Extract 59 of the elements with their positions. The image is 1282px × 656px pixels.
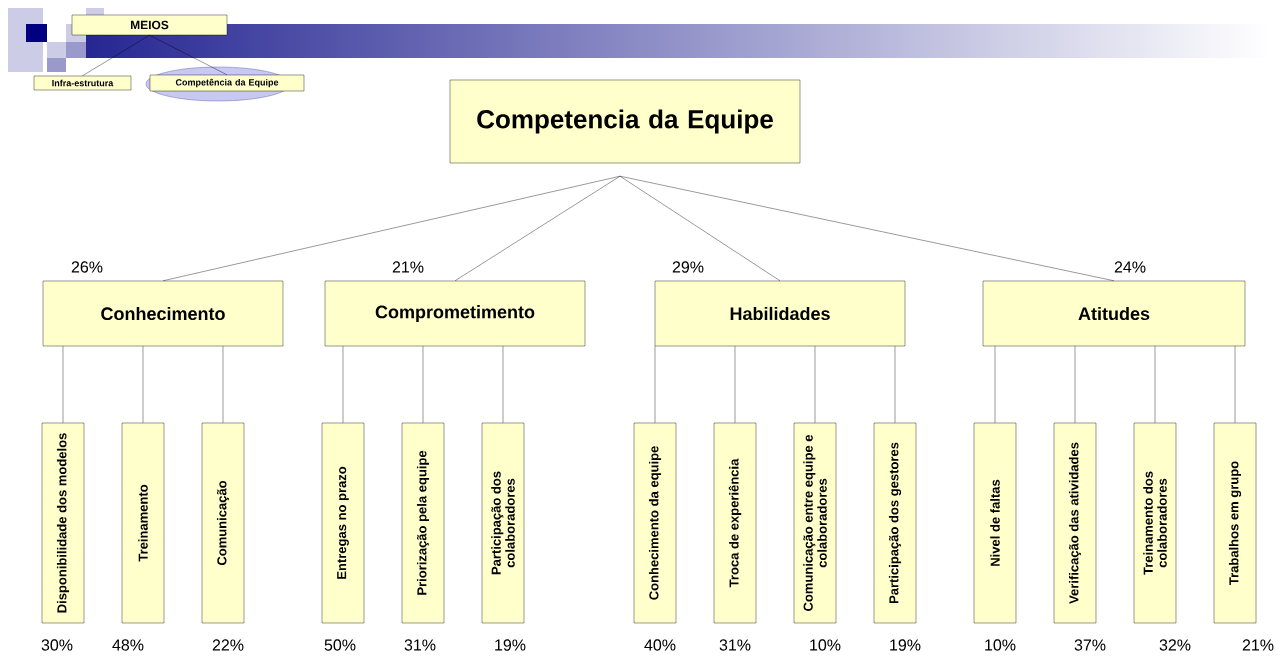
item-box: Comunicação: [201, 422, 245, 624]
item-box: Participação dos gestores: [873, 422, 917, 624]
percentage-label: 24%: [1114, 261, 1146, 273]
percentage-label: 26%: [71, 261, 103, 273]
item-box: Trabalhos em grupo: [1213, 422, 1257, 624]
item-box: Treinamento: [121, 422, 165, 624]
menu-box: Competência da Equipe: [149, 74, 305, 92]
percentage-label: 19%: [495, 639, 526, 651]
percentage-label: 48%: [112, 639, 144, 651]
percentage-label: 31%: [719, 639, 751, 651]
percentage-label: 19%: [890, 639, 921, 651]
connector-line: [814, 346, 816, 423]
connector-line: [142, 346, 144, 423]
connector-line: [654, 346, 656, 423]
percentage-label: 10%: [985, 639, 1016, 651]
item-box: Participação dos colaboradores: [481, 422, 525, 624]
percentage-label: 22%: [212, 639, 244, 651]
connector-line: [994, 346, 996, 423]
connector-line: [62, 346, 64, 423]
percentage-label: 31%: [404, 639, 436, 651]
percentage-label: 50%: [324, 639, 356, 651]
connector-line: [619, 176, 1115, 281]
item-box: Troca de experiência: [713, 422, 757, 624]
category-box: Habilidades: [654, 280, 906, 347]
percentage-label: 10%: [810, 639, 841, 651]
item-box: Disponibilidade dos modelos: [41, 422, 85, 624]
connector-line: [619, 176, 781, 281]
item-box: Verificação das atividades: [1053, 422, 1097, 624]
percentage-label: 30%: [41, 639, 73, 651]
connector-line: [1074, 346, 1076, 423]
title-box: MEIOS: [71, 14, 228, 36]
item-box: Priorização pela equipe: [401, 422, 445, 624]
category-box: Comprometimento: [324, 280, 586, 347]
connector-line: [162, 176, 621, 281]
connector-line: [342, 346, 344, 423]
item-box: Comunicação entre equipe e colaboradores: [793, 422, 837, 624]
item-box: Entregas no prazo: [321, 422, 365, 624]
connector-line: [222, 346, 224, 423]
connector-line: [454, 176, 621, 281]
connector-line: [894, 346, 896, 423]
connector-line: [502, 346, 504, 423]
connector-line: [1154, 346, 1156, 423]
percentage-label: 21%: [1242, 639, 1274, 651]
percentage-label: 37%: [1074, 639, 1106, 651]
category-box: Conhecimento: [42, 280, 284, 347]
connector-line: [1234, 346, 1236, 423]
percentage-label: 40%: [644, 639, 676, 651]
item-box: Treinamento dos colaboradores: [1133, 422, 1177, 624]
connector-line: [422, 346, 424, 423]
root-box: Competencia da Equipe: [449, 79, 801, 164]
category-box: Atitudes: [982, 280, 1246, 347]
connector-line: [82, 35, 150, 76]
percentage-label: 21%: [392, 261, 424, 273]
percentage-label: 29%: [672, 261, 704, 273]
menu-box: Infra-estrutura: [33, 75, 132, 91]
item-box: Nivel de faltas: [973, 422, 1017, 624]
item-box: Conhecimento da equipe: [633, 422, 677, 624]
connector-line: [734, 346, 736, 423]
percentage-label: 32%: [1159, 639, 1191, 651]
